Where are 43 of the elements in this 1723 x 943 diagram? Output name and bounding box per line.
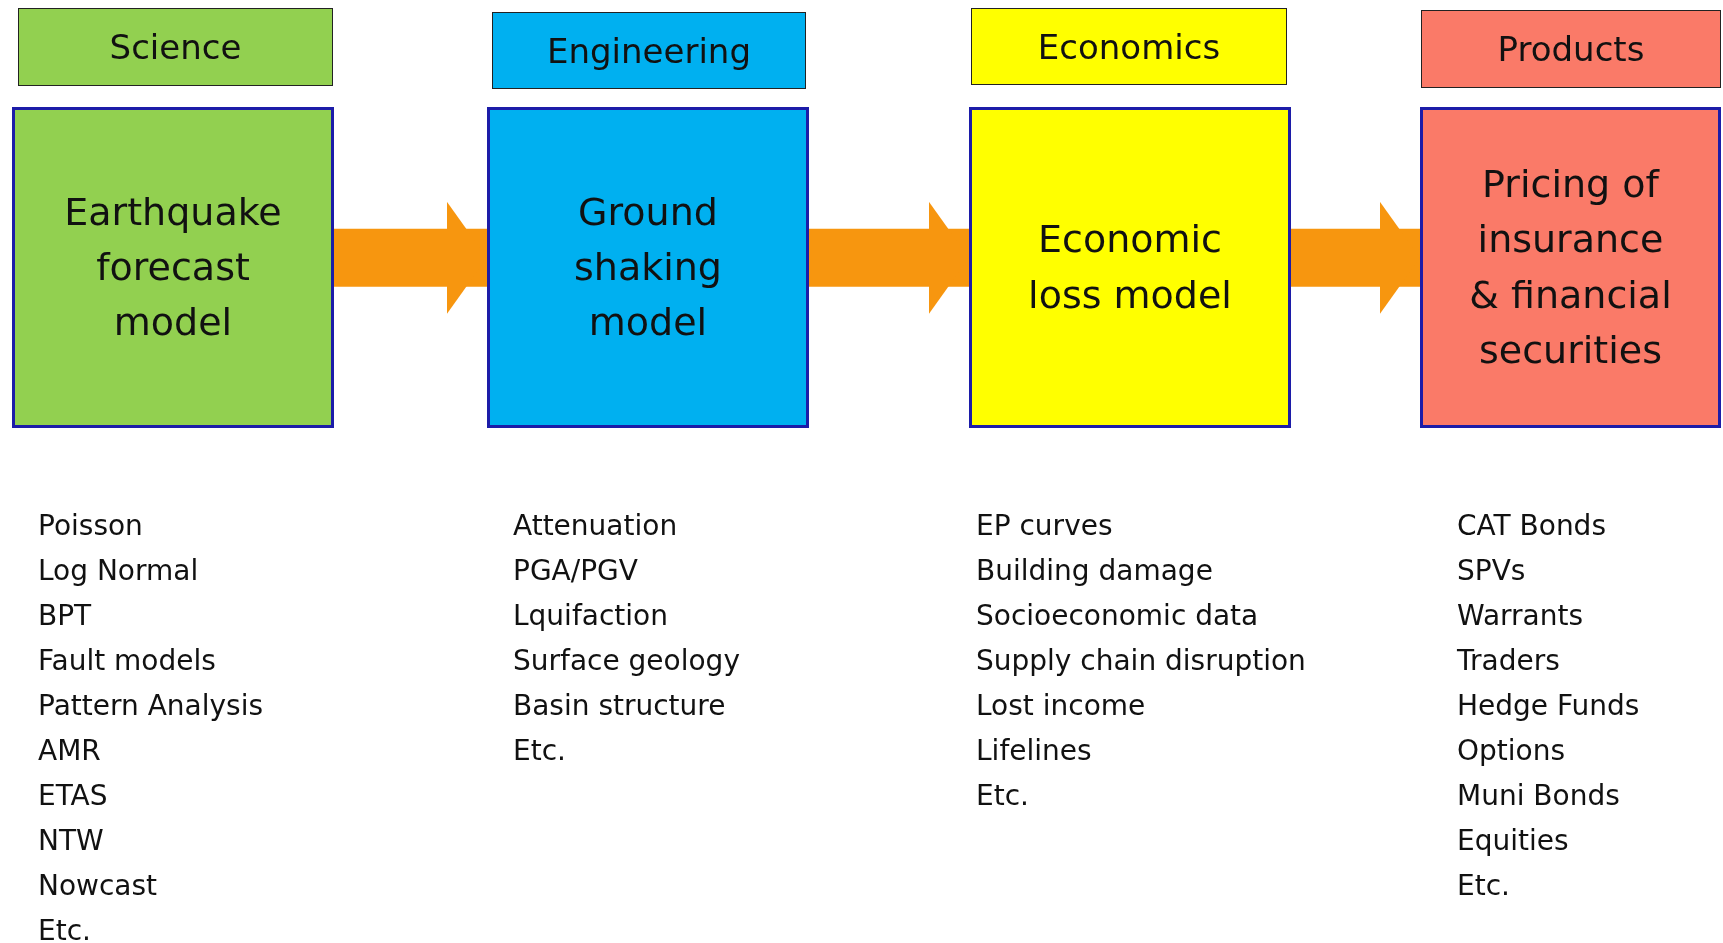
category-label-box: Economics	[971, 8, 1287, 85]
list-item: SPVs	[1457, 553, 1527, 589]
list-item: AMR	[38, 733, 102, 769]
list-item: Lost income	[976, 688, 1147, 724]
list-item: NTW	[38, 823, 105, 859]
list-item: Building damage	[976, 553, 1214, 589]
list-item: Pattern Analysis	[38, 688, 263, 724]
list-item: Log Normal	[38, 553, 200, 589]
list-item: Fault models	[38, 643, 217, 679]
model-box: Earthquake forecast model	[12, 107, 334, 428]
list-item: Warrants	[1457, 598, 1585, 634]
list-item: PGA/PGV	[513, 553, 639, 589]
list-item: CAT Bonds	[1457, 508, 1607, 544]
category-label-box: Science	[18, 8, 333, 86]
category-label-box: Products	[1421, 10, 1721, 88]
list-item: Etc.	[38, 913, 92, 943]
list-item: ETAS	[38, 778, 109, 814]
list-item: Traders	[1457, 643, 1561, 679]
model-box: Ground shaking model	[487, 107, 809, 428]
list-item: Etc.	[513, 733, 567, 769]
list-item: Surface geology	[513, 643, 740, 679]
list-item: Etc.	[976, 778, 1030, 814]
list-item: Basin structure	[513, 688, 727, 724]
list-item: Attenuation	[513, 508, 679, 544]
list-item: Hedge Funds	[1457, 688, 1640, 724]
block-arrow	[1291, 201, 1420, 314]
list-item: Poisson	[38, 508, 144, 544]
list-item: Options	[1457, 733, 1567, 769]
category-label-box: Engineering	[492, 12, 806, 89]
list-item: Equities	[1457, 823, 1570, 859]
list-item: Lquifaction	[513, 598, 669, 634]
list-item: BPT	[38, 598, 93, 634]
list-item: Nowcast	[38, 868, 159, 904]
block-arrow	[334, 201, 487, 314]
list-item: Muni Bonds	[1457, 778, 1621, 814]
model-box: Economic loss model	[969, 107, 1291, 428]
block-arrow	[809, 201, 969, 314]
list-item: Supply chain disruption	[976, 643, 1306, 679]
list-item: EP curves	[976, 508, 1114, 544]
list-item: Socioeconomic data	[976, 598, 1260, 634]
model-box: Pricing of insurance & financial securities	[1420, 107, 1721, 428]
list-item: Lifelines	[976, 733, 1093, 769]
list-item: Etc.	[1457, 868, 1511, 904]
